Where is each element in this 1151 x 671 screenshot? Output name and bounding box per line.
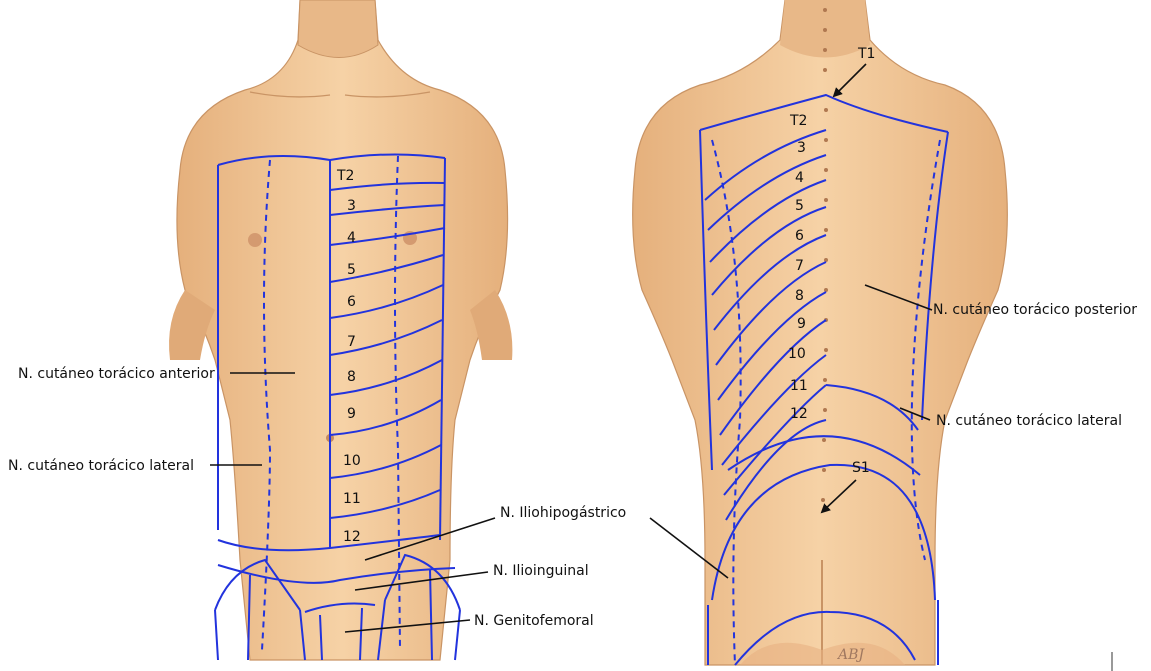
posterior-dermatome-12: 12 (790, 406, 808, 422)
anterior-dermatome-8: 8 (347, 369, 356, 385)
nipple-left (248, 233, 262, 247)
anterior-dermatome-7: 7 (347, 334, 356, 350)
artist-signature: ABJ (836, 647, 865, 663)
posterior-dermatome-T2: T2 (789, 113, 807, 129)
marker-s1-label: S1 (852, 460, 870, 476)
anterior-dermatome-T2: T2 (336, 168, 354, 184)
anterior-body-silhouette (177, 0, 508, 660)
anterior-dermatome-10: 10 (343, 453, 361, 469)
anterior-dermatome-6: 6 (347, 294, 356, 310)
anterior-dermatome-4: 4 (347, 230, 356, 246)
label-anterior-thoracic: N. cutáneo torácico anterior (18, 366, 215, 382)
posterior-dermatome-7: 7 (795, 258, 804, 274)
posterior-dermatome-9: 9 (797, 316, 806, 332)
posterior-torso: T2 3 4 5 6 7 8 9 10 11 12 T1 S1 (633, 0, 1008, 665)
label-posterior-thoracic: N. cutáneo torácico posterior (933, 302, 1137, 318)
posterior-body-silhouette (633, 0, 1008, 665)
marker-t1-label: T1 (857, 46, 875, 62)
anterior-neck (298, 0, 378, 58)
posterior-dermatome-4: 4 (795, 170, 804, 186)
label-posterior-lateral-thoracic: N. cutáneo torácico lateral (936, 413, 1122, 429)
anterior-dermatome-3: 3 (347, 198, 356, 214)
anterior-torso: T2 3 4 5 6 7 8 9 10 11 12 (169, 0, 512, 660)
anterior-dermatome-5: 5 (347, 262, 356, 278)
posterior-dermatome-3: 3 (797, 140, 806, 156)
anterior-dermatome-11: 11 (343, 491, 361, 507)
label-anterior-lateral-thoracic: N. cutáneo torácico lateral (8, 458, 194, 474)
label-iliohypogastric: N. Iliohipogástrico (500, 505, 626, 521)
posterior-dermatome-5: 5 (795, 198, 804, 214)
label-genitofemoral: N. Genitofemoral (474, 613, 594, 629)
posterior-dermatome-6: 6 (795, 228, 804, 244)
anterior-dermatome-9: 9 (347, 406, 356, 422)
label-ilioinguinal: N. Ilioinguinal (493, 563, 589, 579)
posterior-dermatome-8: 8 (795, 288, 804, 304)
posterior-dermatome-11: 11 (790, 378, 808, 394)
posterior-dermatome-10: 10 (788, 346, 806, 362)
anterior-dermatome-12: 12 (343, 529, 361, 545)
